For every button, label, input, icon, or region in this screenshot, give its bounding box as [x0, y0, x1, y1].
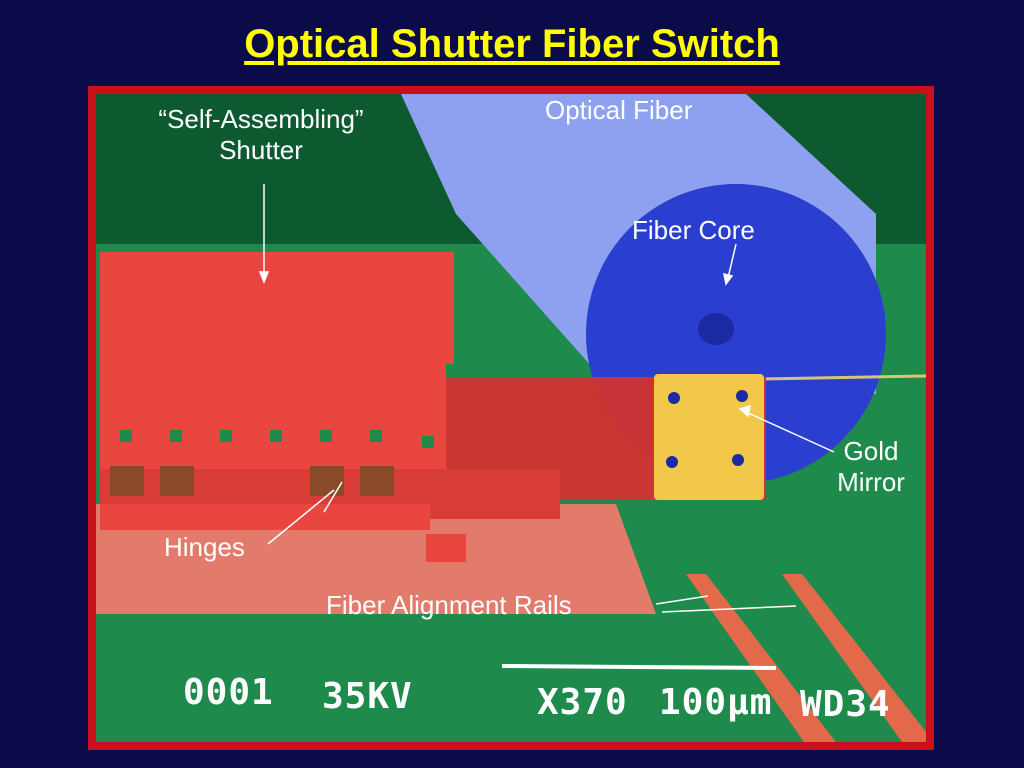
- rails-label: Fiber Alignment Rails: [326, 590, 572, 620]
- sem-scale: 100µm: [659, 682, 773, 723]
- gold-mirror-label: Gold Mirror: [828, 436, 914, 498]
- fiber-core-arrow: [727, 243, 737, 279]
- sem-micrograph: [96, 94, 926, 742]
- gold-mirror-arrow: [745, 411, 835, 453]
- fiber-core-label: Fiber Core: [632, 215, 755, 245]
- alignment-rail-left: [686, 574, 836, 742]
- optical-fiber-label: Optical Fiber: [545, 95, 693, 125]
- sem-working-distance: WD34: [800, 684, 891, 725]
- sem-magnification: X370: [537, 682, 628, 723]
- hinge-comb: [100, 504, 466, 562]
- rails-arrow-1: [655, 595, 709, 605]
- hinges: [110, 466, 394, 496]
- gold-mirror-label-line1: Gold: [843, 436, 899, 466]
- shutter-label: “Self-Assembling” Shutter: [130, 104, 392, 166]
- hinges-arrow-1: [267, 489, 335, 545]
- gold-mirror: [654, 374, 764, 500]
- sem-voltage: 35KV: [322, 676, 413, 717]
- sem-frame-number: 0001: [183, 672, 274, 713]
- gold-mirror-arrowhead: [738, 404, 751, 418]
- shutter-label-line1: “Self-Assembling”: [158, 104, 364, 134]
- fiber-core-arrowhead: [723, 272, 734, 286]
- shutter-base-plate: [96, 504, 656, 614]
- shutter-holes: [120, 430, 434, 448]
- shutter-plate: [100, 252, 454, 469]
- hinges-label: Hinges: [164, 532, 245, 562]
- shutter-arrowhead: [258, 271, 270, 285]
- fiber-core-spot: [698, 313, 734, 345]
- alignment-rail-right: [782, 574, 926, 742]
- mirror-holes: [666, 390, 748, 468]
- fiber-thin-wire: [760, 374, 926, 381]
- rails-arrow-2: [661, 605, 797, 613]
- shutter-label-line2: Shutter: [219, 135, 303, 166]
- slide-title: Optical Shutter Fiber Switch: [244, 22, 780, 66]
- scale-bar: [501, 664, 777, 670]
- hinges-arrow-2: [323, 481, 343, 513]
- gold-mirror-label-line2: Mirror: [837, 467, 905, 498]
